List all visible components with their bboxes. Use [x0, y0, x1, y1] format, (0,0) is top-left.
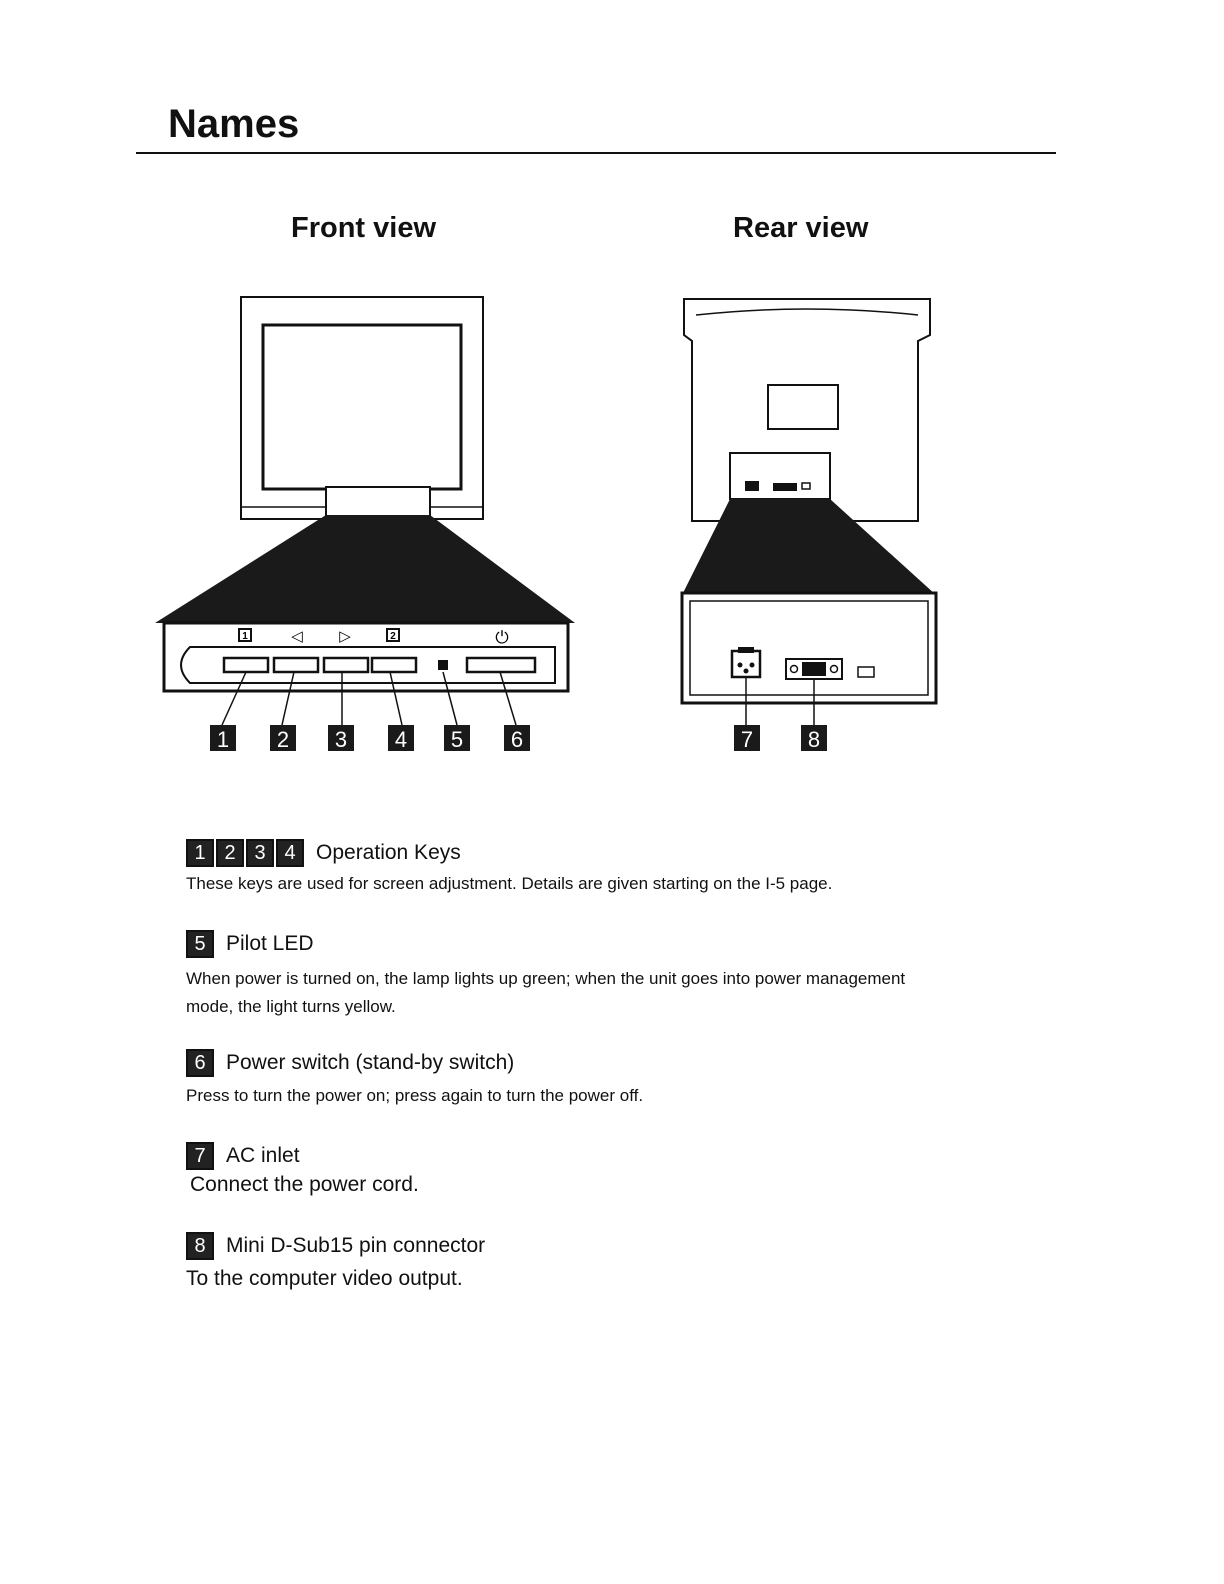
- description-pilot-led: 5 Pilot LED When power is turned on, the…: [186, 929, 1066, 1021]
- description-body: Press to turn the power on; press again …: [186, 1086, 644, 1105]
- key-1-symbol: 1: [238, 628, 252, 642]
- svg-text:4: 4: [395, 727, 407, 752]
- rear-label-plate: [767, 384, 839, 430]
- svg-text:8: 8: [808, 727, 820, 752]
- monitor-screen: [261, 323, 463, 491]
- svg-text:1: 1: [217, 727, 229, 752]
- rear-view-heading: Rear view: [733, 212, 869, 244]
- svg-text:2: 2: [277, 727, 289, 752]
- rear-connector-bay: [729, 452, 831, 500]
- callout-3: 3: [328, 725, 354, 752]
- callout-4: 4: [388, 725, 414, 752]
- power-switch-button[interactable]: [465, 656, 537, 674]
- d-sub-connector: [785, 658, 843, 680]
- pilot-led: [438, 660, 448, 670]
- callout-7: 7: [734, 725, 760, 752]
- callout-8: 8: [801, 725, 827, 752]
- left-arrow-icon: ◁: [291, 628, 303, 645]
- badge-2: 2: [216, 839, 244, 867]
- badge-6: 6: [186, 1049, 214, 1077]
- control-strip: [325, 486, 431, 518]
- front-view-diagram: 1 ◁ ▷ 2 ⏻ 1 2 3 4 5 6: [155, 296, 575, 752]
- key-left-button[interactable]: [272, 656, 320, 674]
- description-d-sub-connector: 8 Mini D-Sub15 pin connector To the comp…: [186, 1231, 1066, 1293]
- key-right-button[interactable]: [322, 656, 370, 674]
- callout-1: 1: [210, 725, 236, 752]
- key-2-button[interactable]: [370, 656, 418, 674]
- callout-2: 2: [270, 725, 296, 752]
- ac-inlet: [730, 647, 762, 679]
- badge-8: 8: [186, 1232, 214, 1260]
- description-body: Connect the power cord.: [190, 1173, 419, 1196]
- callout-5: 5: [444, 725, 470, 752]
- svg-text:2: 2: [390, 631, 396, 642]
- page-title: Names: [168, 102, 300, 146]
- badge-4: 4: [276, 839, 304, 867]
- description-power-switch: 6 Power switch (stand-by switch) Press t…: [186, 1048, 1066, 1110]
- power-icon: ⏻: [495, 628, 509, 647]
- description-ac-inlet: 7 AC inlet Connect the power cord.: [186, 1141, 1066, 1199]
- right-arrow-icon: ▷: [339, 628, 351, 645]
- svg-text:6: 6: [511, 727, 523, 752]
- badge-5: 5: [186, 930, 214, 958]
- magnification-wedge: [155, 515, 575, 623]
- svg-text:7: 7: [741, 727, 753, 752]
- description-title: Mini D-Sub15 pin connector: [226, 1234, 486, 1257]
- description-operation-keys: 1 2 3 4 Operation Keys These keys are us…: [186, 838, 1066, 898]
- description-body: To the computer video output.: [186, 1267, 463, 1290]
- description-title: Operation Keys: [316, 841, 461, 864]
- description-body: When power is turned on, the lamp lights…: [186, 969, 906, 1016]
- key-1-button[interactable]: [222, 656, 270, 674]
- svg-text:3: 3: [335, 727, 347, 752]
- key-2-symbol: 2: [386, 628, 400, 642]
- rear-switch: [857, 666, 875, 678]
- callout-6: 6: [504, 725, 530, 752]
- magnification-wedge: [682, 499, 936, 595]
- description-title: AC inlet: [226, 1144, 300, 1167]
- svg-text:5: 5: [451, 727, 463, 752]
- title-rule: [136, 152, 1056, 154]
- badge-3: 3: [246, 839, 274, 867]
- svg-text:1: 1: [242, 631, 248, 642]
- rear-view-diagram: 7 8: [680, 298, 938, 752]
- description-title: Power switch (stand-by switch): [226, 1051, 515, 1074]
- badge-7: 7: [186, 1142, 214, 1170]
- front-view-heading: Front view: [291, 212, 437, 244]
- description-body: These keys are used for screen adjustmen…: [186, 874, 833, 893]
- badge-1: 1: [186, 839, 214, 867]
- description-title: Pilot LED: [226, 932, 314, 955]
